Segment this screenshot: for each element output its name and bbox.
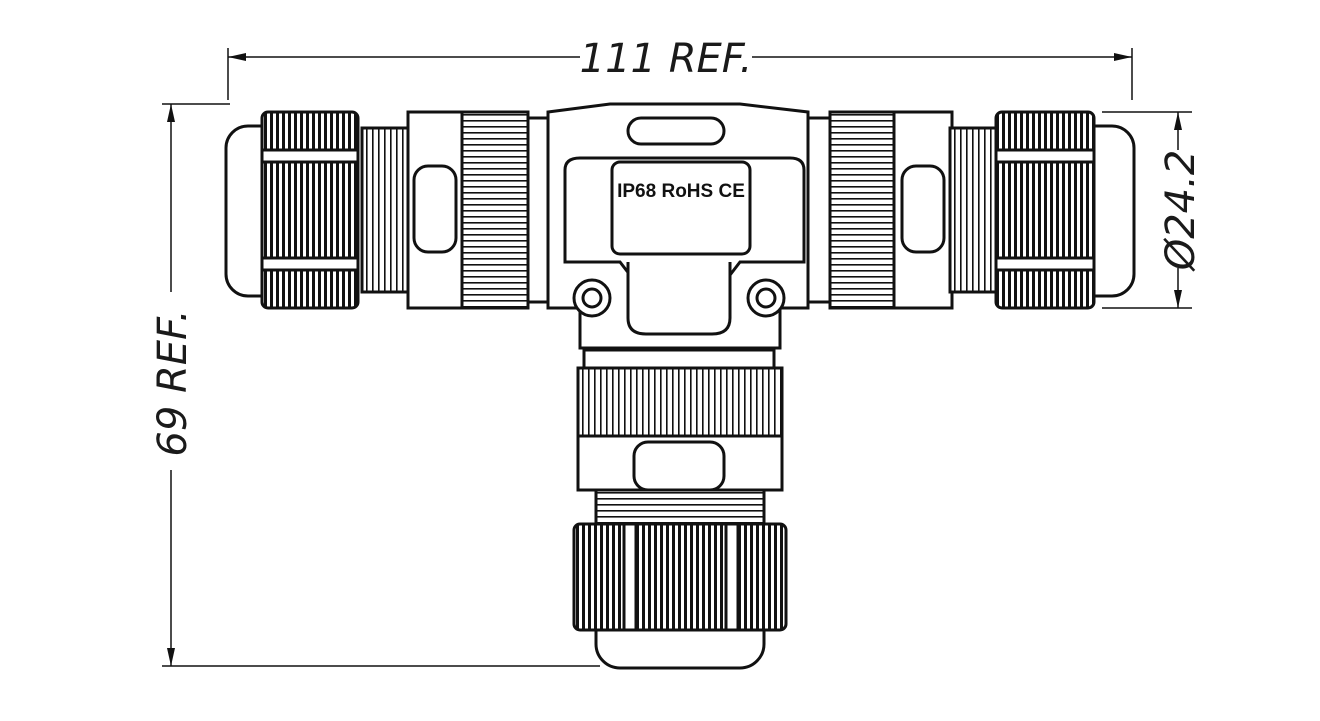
left-cable-gland bbox=[224, 110, 550, 310]
right-cable-gland bbox=[806, 110, 1136, 310]
width-dimension-label: 111 REF. bbox=[580, 36, 753, 82]
label-plate bbox=[610, 160, 752, 256]
bottom-cable-gland bbox=[572, 348, 788, 670]
height-dimension-label: 69 REF. bbox=[150, 309, 196, 456]
dimension-diameter bbox=[1102, 111, 1192, 309]
tee-body bbox=[546, 102, 810, 350]
diameter-dimension-label: Ø24.2 bbox=[1158, 150, 1204, 273]
dimension-width bbox=[227, 48, 1133, 100]
dimension-height bbox=[162, 103, 600, 667]
body-marking: IP68 RoHS CE bbox=[617, 181, 745, 202]
